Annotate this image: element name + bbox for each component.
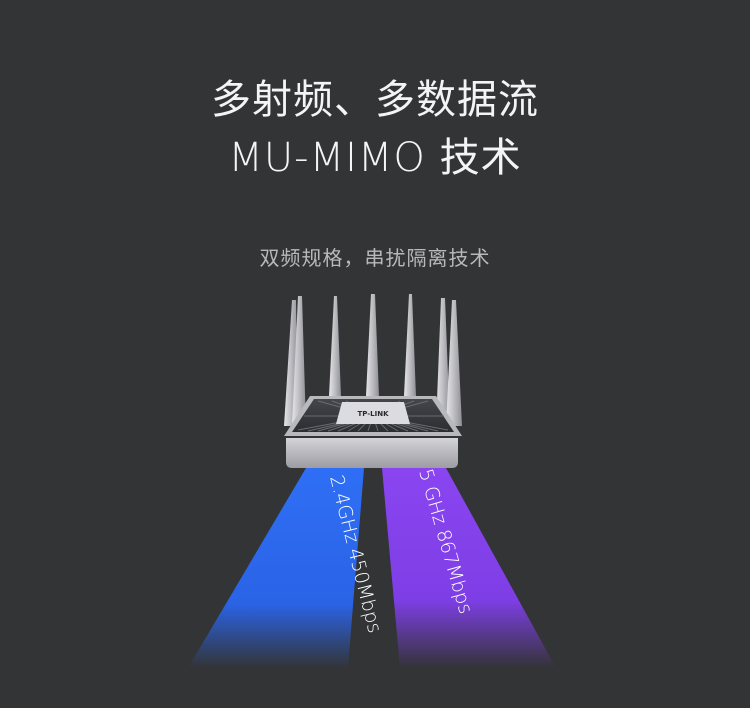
headline-line-1: 多射频、多数据流 [211,77,539,123]
antenna-left-mid [292,296,306,426]
antenna-right-outer [446,300,462,426]
antenna-center-left [329,296,341,396]
feature-subtitle: 双频规格，串扰隔离技术 [259,246,491,270]
antenna-center [366,294,379,396]
brand-logo: TP-LINK [357,410,389,418]
beam-2-4ghz [188,468,364,668]
antenna-right-mid [436,298,450,426]
antenna-center-right [404,294,416,396]
antenna-group [284,294,462,426]
beam-5ghz [382,468,556,668]
headline-line-2: MU-MIMO 技术 [228,135,522,181]
router-body: TP-LINK [284,396,462,468]
